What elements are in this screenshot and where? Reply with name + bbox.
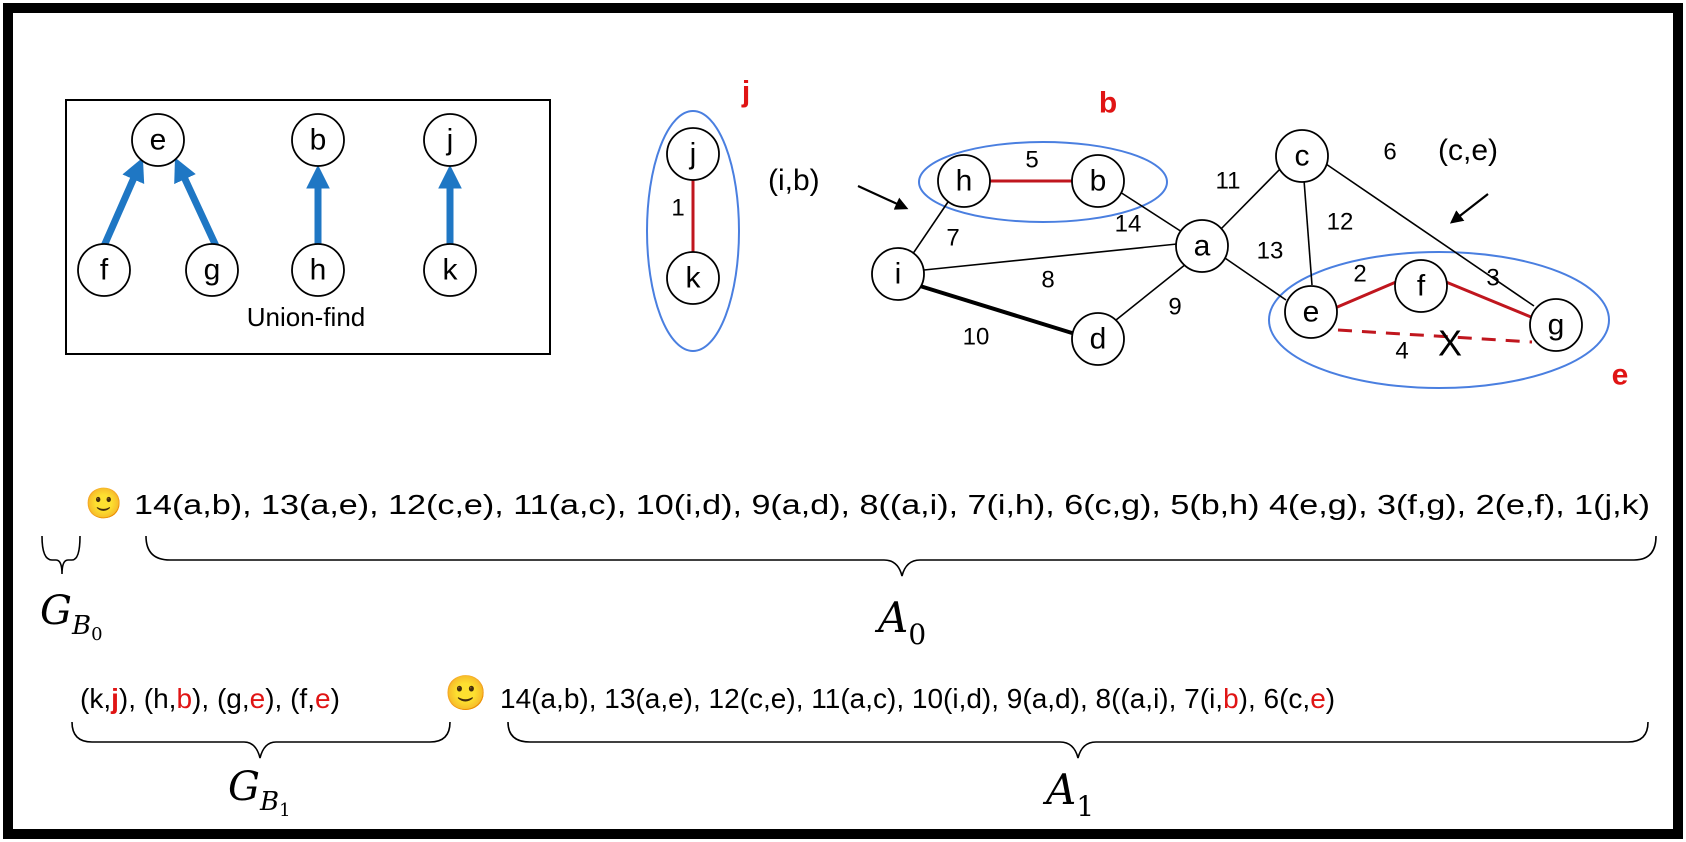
cluster-label-b: b — [1099, 87, 1117, 120]
uf-node-k: k — [423, 243, 477, 297]
edge-weight-a-d: 9 — [1168, 294, 1181, 321]
node-label: d — [1090, 323, 1107, 356]
edge-weight-b-a: 14 — [1115, 211, 1142, 238]
node-label: h — [956, 165, 973, 198]
graph-node-c: c — [1275, 129, 1329, 183]
edge-e-g — [1337, 328, 1533, 344]
graph-node-e: e — [1284, 285, 1338, 339]
edge-a-d — [1115, 263, 1187, 321]
uf-node-label: g — [204, 254, 221, 287]
graph-node-a: a — [1175, 219, 1229, 273]
label-a1: A1 — [1042, 765, 1094, 823]
label-g-b0: GB0 — [40, 588, 103, 645]
edge-i-d — [919, 284, 1073, 335]
smiley-icon: 🙂 — [445, 675, 487, 713]
row-1: (k,j), (h,b), (g,e), (f,e) 🙂 14(a,b), 13… — [71, 675, 1649, 823]
brace-g-b1 — [71, 721, 451, 759]
node-label: i — [895, 258, 902, 291]
edge-b-a — [1119, 191, 1183, 233]
uf-node-label: h — [310, 254, 327, 287]
node-label: j — [689, 138, 697, 171]
node-label: g — [1548, 309, 1565, 342]
callout-ce-arrow — [1449, 193, 1489, 224]
edge-weight-c-e: 12 — [1327, 209, 1354, 236]
uf-node-f: f — [77, 243, 131, 297]
uf-node-label: k — [443, 254, 459, 287]
node-label: k — [686, 262, 702, 295]
edge-i-a — [923, 243, 1178, 271]
uf-node-label: j — [446, 124, 454, 157]
graph-node-i: i — [871, 247, 925, 301]
uf-node-label: e — [150, 124, 167, 157]
uf-node-label: f — [100, 254, 109, 287]
edge-weight-h-b: 5 — [1025, 147, 1038, 174]
uf-node-e: e — [131, 113, 185, 167]
smiley-icon: 🙂 — [85, 487, 122, 521]
edge-weight-j-k: 1 — [671, 195, 684, 222]
edge-weight-i-d: 10 — [963, 324, 990, 351]
uf-node-h: h — [291, 243, 345, 297]
edge-weight-e-g: 4 — [1395, 338, 1408, 365]
union-find-panel: e b j f g h k Union-find — [65, 99, 551, 355]
edge-i-h — [909, 198, 951, 259]
row1-groups: (k,j), (h,b), (g,e), (f,e) — [80, 683, 340, 714]
uf-arrow-g-e — [174, 157, 220, 248]
edge-weight-a-e: 13 — [1257, 238, 1284, 265]
callout-ce: (c,e) — [1438, 134, 1498, 167]
node-label: b — [1090, 165, 1107, 198]
uf-arrow-f-e — [100, 157, 145, 248]
label-a0: A0 — [874, 593, 926, 651]
graph: 1 5 7 14 8 10 11 13 9 6 12 2 3 4 X j k h… — [646, 76, 1629, 392]
cluster-label-j: j — [741, 76, 750, 109]
edge-weight-i-h: 7 — [946, 225, 959, 252]
callout-ib: (i,b) — [768, 164, 820, 197]
edge-c-e — [1303, 179, 1313, 286]
label-g-b1: GB1 — [228, 764, 291, 821]
row1-sequence: 14(a,b), 13(a,e), 12(c,e), 11(a,c), 10(i… — [500, 683, 1335, 714]
node-label: c — [1295, 140, 1310, 173]
graph-node-j: j — [666, 127, 720, 181]
uf-node-j: j — [423, 113, 477, 167]
brace-g-b0 — [41, 535, 81, 575]
cross-mark: X — [1438, 323, 1462, 364]
uf-node-g: g — [185, 243, 239, 297]
graph-node-g: g — [1529, 298, 1583, 352]
union-find-caption: Union-find — [247, 302, 366, 332]
node-label: e — [1303, 296, 1320, 329]
graph-node-b: b — [1071, 154, 1125, 208]
cluster-ellipse-b — [918, 141, 1168, 223]
union-find-box — [65, 99, 551, 355]
edge-a-c — [1217, 165, 1284, 233]
graph-node-k: k — [666, 251, 720, 305]
graph-node-h: h — [937, 154, 991, 208]
edge-weight-a-c: 11 — [1216, 168, 1241, 195]
edge-c-g — [1325, 163, 1535, 307]
edge-a-e — [1221, 255, 1287, 301]
brace-a1 — [507, 721, 1649, 759]
node-label: f — [1417, 270, 1426, 303]
edge-weight-c-g: 6 — [1383, 139, 1396, 166]
callout-ib-arrow — [857, 185, 909, 210]
outer-frame — [3, 3, 1683, 839]
row0-sequence: 14(a,b), 13(a,e), 12(c,e), 11(a,c), 10(i… — [134, 489, 1650, 520]
cluster-label-e: e — [1612, 359, 1629, 392]
cluster-ellipse-e — [1268, 251, 1610, 389]
edge-f-g — [1445, 280, 1532, 319]
uf-node-b: b — [291, 113, 345, 167]
uf-node-label: b — [310, 124, 327, 157]
brace-a0 — [145, 535, 1657, 577]
edge-e-f — [1334, 280, 1397, 310]
edge-weight-f-g: 3 — [1486, 265, 1499, 292]
edge-weight-e-f: 2 — [1353, 261, 1366, 288]
edge-weight-i-a: 8 — [1041, 267, 1054, 294]
node-label: a — [1194, 230, 1211, 263]
row-0: 🙂 14(a,b), 13(a,e), 12(c,e), 11(a,c), 10… — [40, 487, 1657, 651]
cluster-ellipse-j — [646, 110, 740, 352]
graph-node-f: f — [1394, 259, 1448, 313]
graph-node-d: d — [1071, 312, 1125, 366]
